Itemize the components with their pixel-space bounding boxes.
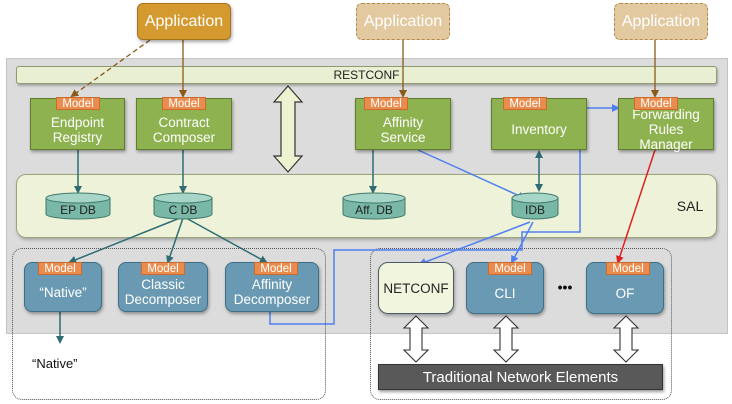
affinity-decomposer-model-tag: Model: [254, 262, 298, 275]
application-left-label: Application: [144, 12, 224, 30]
forwarding-rules-manager-label: Forwarding Rules Manager: [632, 106, 700, 152]
native-decomposer-label: “Native”: [39, 284, 87, 300]
endpoint-registry-model-tag: Model: [56, 97, 100, 110]
c-db-to-native-arrow: [68, 217, 181, 264]
of-model-tag: Model: [606, 262, 650, 275]
traditional-network-elements-label: Traditional Network Elements: [422, 368, 619, 386]
inventory-label: Inventory: [511, 122, 567, 137]
aff-db-cylinder: [342, 192, 406, 220]
idb-to-cli-arrow: [511, 221, 534, 264]
c-db-to-affinity-decomposer-arrow: [185, 217, 268, 263]
cli-model-tag: Model: [488, 262, 532, 275]
traditional-network-elements-bar: Traditional Network Elements: [378, 364, 663, 390]
endpoint-registry-label: Endpoint Registry: [50, 114, 105, 145]
classic-decomposer-model-tag: Model: [141, 262, 185, 275]
restconf-bar: RESTCONF: [16, 66, 717, 84]
aff-db-label: Aff. DB: [355, 203, 393, 217]
affinity-decomposer-label: Affinity Decomposer: [233, 277, 311, 307]
ep-db-cylinder: [45, 192, 111, 220]
inventory-model-tag: Model: [503, 97, 547, 110]
cli-tne-double-arrow: [492, 315, 520, 363]
netconf-tne-double-arrow: [402, 315, 430, 363]
of-tne-double-arrow: [612, 315, 640, 363]
netconf-label: NETCONF: [383, 280, 449, 296]
native-output-label: “Native”: [32, 356, 78, 371]
idb-cylinder: [511, 192, 559, 220]
idb-to-netconf-arrow: [418, 221, 531, 266]
application-middle[interactable]: Application: [356, 3, 450, 40]
southbound-group-outline: [370, 248, 672, 400]
sal-label: SAL: [676, 198, 704, 214]
application-left[interactable]: Application: [137, 3, 231, 40]
cli-label: CLI: [494, 285, 516, 301]
idb-label: IDB: [524, 203, 545, 217]
netconf-box[interactable]: NETCONF: [378, 262, 454, 314]
application-right[interactable]: Application: [614, 3, 708, 40]
c-db-label: C DB: [168, 203, 198, 217]
frm-to-of-arrow: [616, 149, 656, 264]
app-left-to-endpoint-registry-arrow: [70, 39, 151, 98]
contract-composer-model-tag: Model: [162, 97, 206, 110]
contract-composer-label: Contract Composer: [152, 114, 216, 145]
of-label: OF: [615, 285, 635, 301]
forwarding-rules-manager-model-tag: Model: [634, 97, 678, 110]
native-decomposer-model-tag: Model: [38, 262, 82, 275]
restconf-label: RESTCONF: [333, 68, 400, 82]
affinity-service-to-idb-arrow: [417, 149, 526, 200]
classic-decomposer-label: Classic Decomposer: [124, 277, 202, 307]
ep-db-label: EP DB: [60, 203, 96, 217]
application-right-label: Application: [621, 12, 701, 30]
affinity-service-label: Affinity Service: [380, 114, 426, 145]
c-db-to-classic-arrow: [166, 217, 184, 264]
restconf-sal-double-arrow: [272, 85, 304, 173]
application-middle-label: Application: [363, 12, 443, 30]
southbound-ellipsis: •••: [557, 279, 573, 295]
c-db-cylinder: [153, 192, 213, 220]
affinity-service-model-tag: Model: [364, 97, 408, 110]
